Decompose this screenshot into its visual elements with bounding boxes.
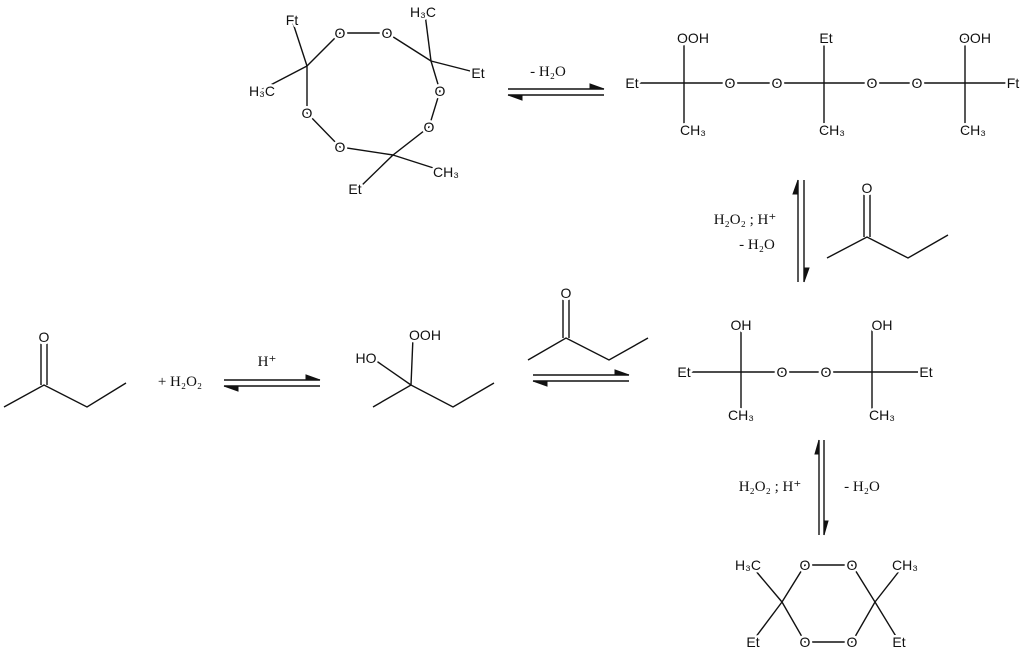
- label-ch3: CH₃: [680, 122, 706, 138]
- label-h3c: H₃C: [735, 557, 761, 573]
- label-o: O: [912, 75, 923, 91]
- label-o: O: [39, 329, 50, 345]
- label-ho: HO: [356, 350, 377, 366]
- cyclic-trimer-peroxide: Ft H₃C O O H₃C Et O O CH₃ Et O O: [247, 2, 488, 200]
- label-o: O: [800, 634, 811, 650]
- label-o: O: [847, 634, 858, 650]
- label-et: Et: [892, 634, 905, 650]
- label-ooh: OOH: [677, 30, 709, 46]
- equilibrium-arrow-middle: [532, 369, 630, 387]
- label-ooh: OOH: [409, 327, 441, 343]
- label-h3c: H₃C: [410, 4, 436, 20]
- label-et: Et: [471, 65, 484, 81]
- label-o: O: [777, 364, 788, 380]
- label-et: Et: [919, 364, 932, 380]
- label-o: O: [424, 119, 435, 135]
- label-o: O: [821, 364, 832, 380]
- equilibrium-arrow-right-lower: H₂O₂ ; H⁺ - H₂O: [739, 439, 880, 536]
- label-ch3: CH₃: [892, 557, 918, 573]
- label-ch3: CH₃: [869, 407, 895, 423]
- butanone-middle: O: [527, 283, 649, 361]
- label-h3c: H₃C: [249, 83, 275, 99]
- equilibrium-arrow-top: - H₂O: [507, 64, 605, 101]
- label-o: O: [335, 25, 346, 41]
- equilibrium-arrow-right-upper: H₂O₂ ; H⁺ - H₂O: [714, 179, 810, 283]
- linear-trimer-peroxide: Et OOH CH₃ O O Et CH₃ O O OOH CH₃ Ft: [623, 28, 1022, 141]
- label-oh: OH: [731, 317, 752, 333]
- label-ft: Ft: [286, 12, 299, 28]
- label-ch3: CH₃: [728, 407, 754, 423]
- label-o: O: [435, 83, 446, 99]
- butanone-right: O: [826, 178, 949, 259]
- label-o: O: [847, 557, 858, 573]
- label-ch3: CH₃: [819, 122, 845, 138]
- condition-h2o2-acid: H₂O₂ ; H⁺: [714, 212, 777, 228]
- condition-minus-water: - H₂O: [739, 237, 775, 253]
- label-o: O: [800, 557, 811, 573]
- condition-h2o2-acid: H₂O₂ ; H⁺: [739, 479, 802, 495]
- label-ooh: OOH: [959, 30, 991, 46]
- label-ch3: CH₃: [960, 122, 986, 138]
- condition-minus-water: - H₂O: [844, 479, 880, 495]
- label-ft: Ft: [1007, 75, 1020, 91]
- linear-dimer-peroxide: OH OH Et O O Et CH₃ CH₃: [675, 315, 935, 426]
- label-o: O: [561, 285, 572, 301]
- label-oh: OH: [872, 317, 893, 333]
- condition-acid: H⁺: [258, 354, 277, 370]
- label-o: O: [772, 75, 783, 91]
- label-o: O: [862, 180, 873, 196]
- label-et: Et: [625, 75, 638, 91]
- label-et: Et: [348, 181, 361, 197]
- condition-minus-water: - H₂O: [530, 64, 566, 80]
- equilibrium-arrow-left: H⁺: [223, 354, 321, 392]
- label-o: O: [867, 75, 878, 91]
- hydroxy-hydroperoxide: HO OOH: [353, 325, 495, 408]
- cyclic-dimer-peroxide: H₃C O O CH₃ Et O O Et: [733, 555, 921, 652]
- label-et: Et: [677, 364, 690, 380]
- label-o: O: [335, 139, 346, 155]
- label-o: O: [725, 75, 736, 91]
- label-o: O: [382, 25, 393, 41]
- label-ch3: CH₃: [433, 164, 459, 180]
- butanone-left: O: [3, 327, 127, 408]
- label-et: Et: [819, 30, 832, 46]
- plus-hydrogen-peroxide: + H₂O₂: [158, 374, 202, 390]
- label-et: Et: [746, 634, 759, 650]
- label-o: O: [302, 105, 313, 121]
